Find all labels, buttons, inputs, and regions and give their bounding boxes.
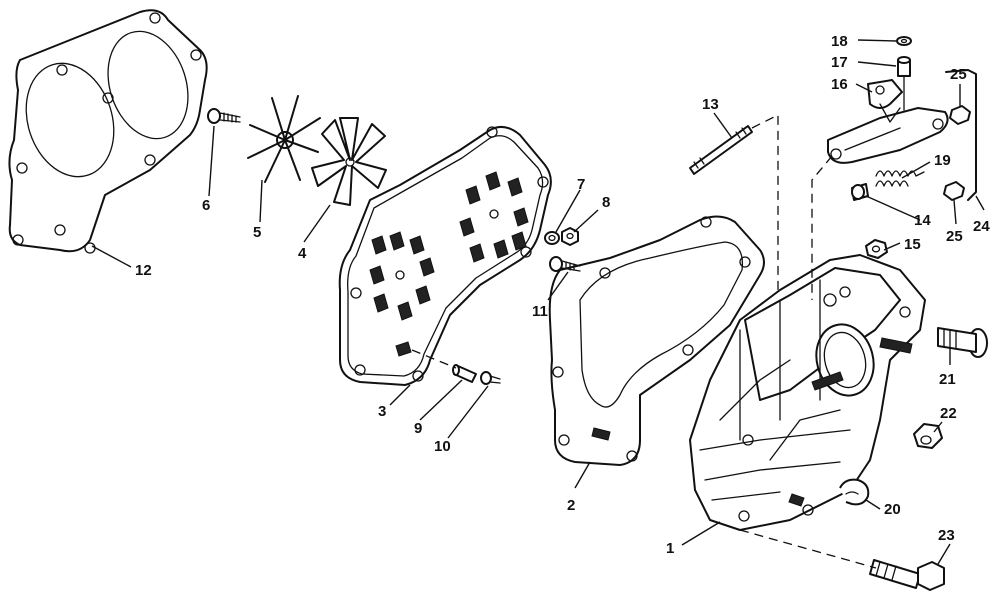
part-19-spring bbox=[875, 170, 925, 187]
callout-7: 7 bbox=[577, 176, 585, 193]
part-3-reed-plate bbox=[338, 125, 552, 386]
part-1-housing bbox=[689, 254, 926, 531]
part-25-fitting-lower bbox=[943, 181, 965, 201]
part-2-gasket bbox=[548, 215, 765, 466]
callout-24: 24 bbox=[973, 218, 990, 235]
callout-6: 6 bbox=[202, 197, 210, 214]
reed-plate-right-ports bbox=[459, 171, 529, 263]
callout-16: 16 bbox=[831, 76, 848, 93]
part-14-roller bbox=[851, 183, 869, 201]
callout-11: 11 bbox=[532, 303, 548, 320]
part-12-gasket bbox=[8, 9, 208, 254]
part-4-reed-petal bbox=[311, 117, 387, 206]
callout-8: 8 bbox=[602, 194, 610, 211]
part-15-nut bbox=[865, 239, 888, 259]
part-7-washer bbox=[544, 231, 560, 245]
callout-25-upper: 25 bbox=[950, 66, 967, 83]
part-9-dowel bbox=[452, 364, 477, 383]
callout-3: 3 bbox=[378, 403, 386, 420]
callout-19: 19 bbox=[934, 152, 951, 169]
callout-2: 2 bbox=[567, 497, 575, 514]
part-5-reed-stop bbox=[247, 95, 321, 183]
callout-labels: 1 2 3 4 5 6 7 8 9 10 11 12 13 14 15 16 1… bbox=[135, 33, 990, 557]
part-10-screw bbox=[480, 371, 501, 385]
part-13-stud bbox=[689, 125, 753, 175]
callout-13: 13 bbox=[702, 96, 719, 113]
callout-10: 10 bbox=[434, 438, 451, 455]
part-25-fitting-upper bbox=[949, 105, 971, 125]
part-16-bracket bbox=[827, 79, 949, 164]
part-18-washer bbox=[896, 36, 912, 46]
part-21-bolt bbox=[937, 327, 988, 358]
callout-17: 17 bbox=[831, 54, 848, 71]
part-6-screw bbox=[207, 108, 241, 124]
callout-1: 1 bbox=[666, 540, 674, 557]
callout-9: 9 bbox=[414, 420, 422, 437]
callout-18: 18 bbox=[831, 33, 848, 50]
part-23-bolt bbox=[869, 559, 945, 591]
callout-4: 4 bbox=[298, 245, 307, 262]
reed-plate-left-ports bbox=[369, 231, 435, 321]
leader-lines bbox=[91, 39, 985, 565]
callout-23: 23 bbox=[938, 527, 955, 544]
callout-21: 21 bbox=[939, 371, 956, 388]
callout-14: 14 bbox=[914, 212, 931, 229]
callout-15: 15 bbox=[904, 236, 921, 253]
callout-25-lower: 25 bbox=[946, 228, 963, 245]
part-8-nut bbox=[561, 227, 579, 246]
callout-5: 5 bbox=[253, 224, 261, 241]
callout-20: 20 bbox=[884, 501, 901, 518]
callout-22: 22 bbox=[940, 405, 957, 422]
part-20-clip bbox=[839, 478, 870, 506]
part-17-bushing bbox=[897, 56, 911, 77]
callout-12: 12 bbox=[135, 262, 152, 279]
part-24-rod bbox=[945, 69, 977, 201]
